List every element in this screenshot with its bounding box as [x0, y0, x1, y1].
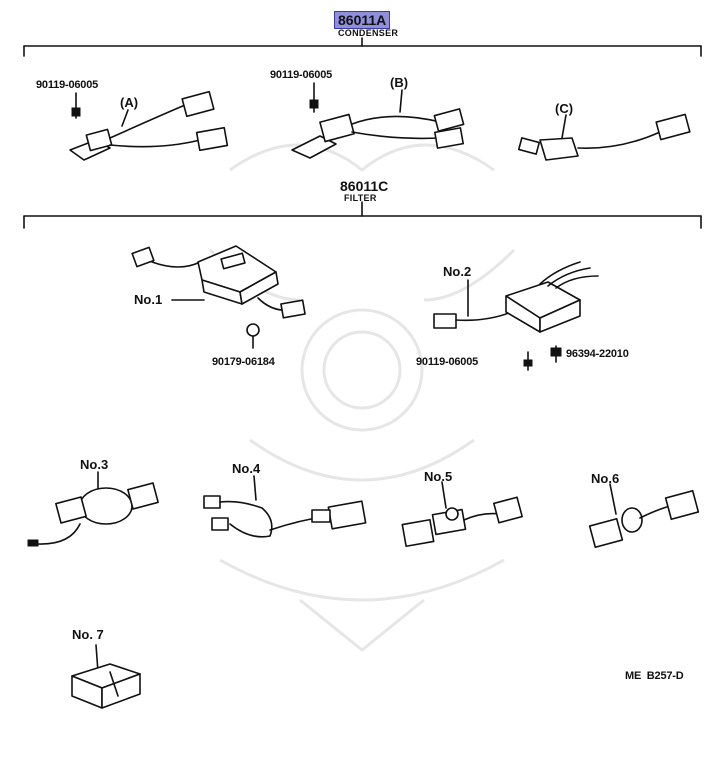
filter-no3-drawing	[27, 471, 159, 547]
filter-no4-label: No.4	[232, 461, 261, 476]
diagram-code: ME B257-D	[625, 670, 684, 682]
filter-part-number[interactable]: 86011C	[340, 178, 389, 194]
filter-no2-drawing	[433, 261, 599, 371]
filter-no2-label: No.2	[443, 264, 472, 279]
condenser-a-bolt-number[interactable]: 90119-06005	[36, 79, 99, 91]
condenser-a-label: (A)	[120, 95, 139, 110]
filter-no6-label: No.6	[591, 471, 620, 486]
condenser-b-drawing	[291, 82, 465, 159]
filter-no1-drawing	[131, 245, 306, 349]
filter-no2-bolt-number[interactable]: 90119-06005	[416, 356, 479, 368]
filter-no1-label: No.1	[134, 292, 163, 307]
condenser-b-bolt-number[interactable]: 90119-06005	[270, 69, 333, 81]
filter-no3-label: No.3	[80, 457, 109, 472]
filter-bracket	[23, 201, 702, 229]
filter-no1-bolt-number[interactable]: 90179-06184	[212, 356, 275, 368]
condenser-part-number[interactable]: 86011A	[334, 11, 391, 29]
filter-no7-drawing	[71, 644, 141, 709]
condenser-c-label: (C)	[555, 101, 574, 116]
filter-no5-drawing	[401, 481, 523, 548]
filter-no4-drawing	[203, 475, 367, 538]
condenser-b-label: (B)	[390, 75, 409, 90]
filter-no6-drawing	[588, 483, 700, 549]
condenser-group-name: CONDENSER	[338, 28, 399, 38]
filter-no5-label: No.5	[424, 469, 453, 484]
condenser-c-drawing	[517, 113, 691, 161]
condenser-a-drawing	[69, 90, 229, 161]
filter-no2-screw-number[interactable]: 96394-22010	[566, 348, 629, 360]
watermark-crest	[208, 143, 516, 652]
filter-group-name: FILTER	[344, 193, 377, 203]
filter-no7-label: No. 7	[72, 627, 104, 642]
condenser-bracket	[23, 37, 702, 57]
